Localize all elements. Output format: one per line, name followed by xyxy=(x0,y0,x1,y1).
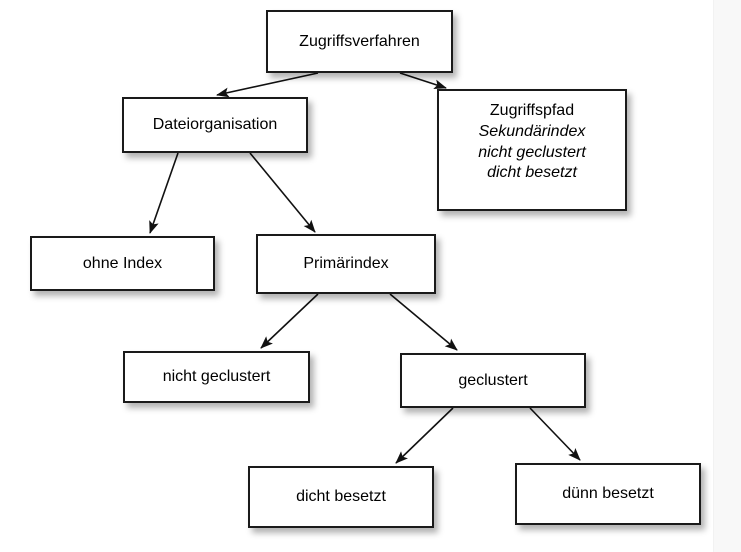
node-nicht-geclustert-label: nicht geclustert xyxy=(162,368,271,386)
node-ohne-index: ohne Index xyxy=(30,236,215,291)
node-dicht-besetzt: dicht besetzt xyxy=(248,466,434,528)
node-zugriffsverfahren-label: Zugriffsverfahren xyxy=(299,32,420,50)
edge-geclustert-to-dicht-besetzt xyxy=(395,407,454,464)
edge-primaerindex-to-geclustert xyxy=(389,293,458,351)
node-primaerindex: Primärindex xyxy=(256,234,436,294)
right-margin-strip xyxy=(713,0,741,552)
edge-dateiorganisation-to-ohne-index xyxy=(149,152,179,234)
node-zugriffspfad-line-2: nicht geclustert xyxy=(478,143,586,161)
node-geclustert-label: geclustert xyxy=(458,371,528,389)
node-dateiorganisation-label: Dateiorganisation xyxy=(152,116,278,134)
node-zugriffsverfahren: Zugriffsverfahren xyxy=(266,10,453,73)
node-primaerindex-label: Primärindex xyxy=(303,255,389,273)
node-geclustert: geclustert xyxy=(400,353,586,408)
node-duenn-besetzt-label: dünn besetzt xyxy=(562,485,654,503)
edge-zugriffsverfahren-to-dateiorganisation xyxy=(216,72,319,98)
edge-zugriffsverfahren-to-zugriffspfad xyxy=(399,72,447,90)
edge-dateiorganisation-to-primaerindex xyxy=(249,152,316,233)
edges xyxy=(149,72,581,464)
node-duenn-besetzt: dünn besetzt xyxy=(515,463,701,525)
node-dateiorganisation: Dateiorganisation xyxy=(122,97,308,153)
node-zugriffspfad-line-0: Zugriffspfad xyxy=(489,102,575,119)
node-nicht-geclustert: nicht geclustert xyxy=(123,351,310,403)
edge-geclustert-to-duenn-besetzt xyxy=(529,407,581,461)
node-zugriffspfad-line-3: dicht besetzt xyxy=(487,164,577,182)
node-dicht-besetzt-label: dicht besetzt xyxy=(296,488,386,506)
edge-primaerindex-to-nicht-geclustert xyxy=(260,293,319,349)
node-ohne-index-label: ohne Index xyxy=(82,254,163,272)
node-zugriffspfad-line-1: Sekundärindex xyxy=(478,122,586,140)
